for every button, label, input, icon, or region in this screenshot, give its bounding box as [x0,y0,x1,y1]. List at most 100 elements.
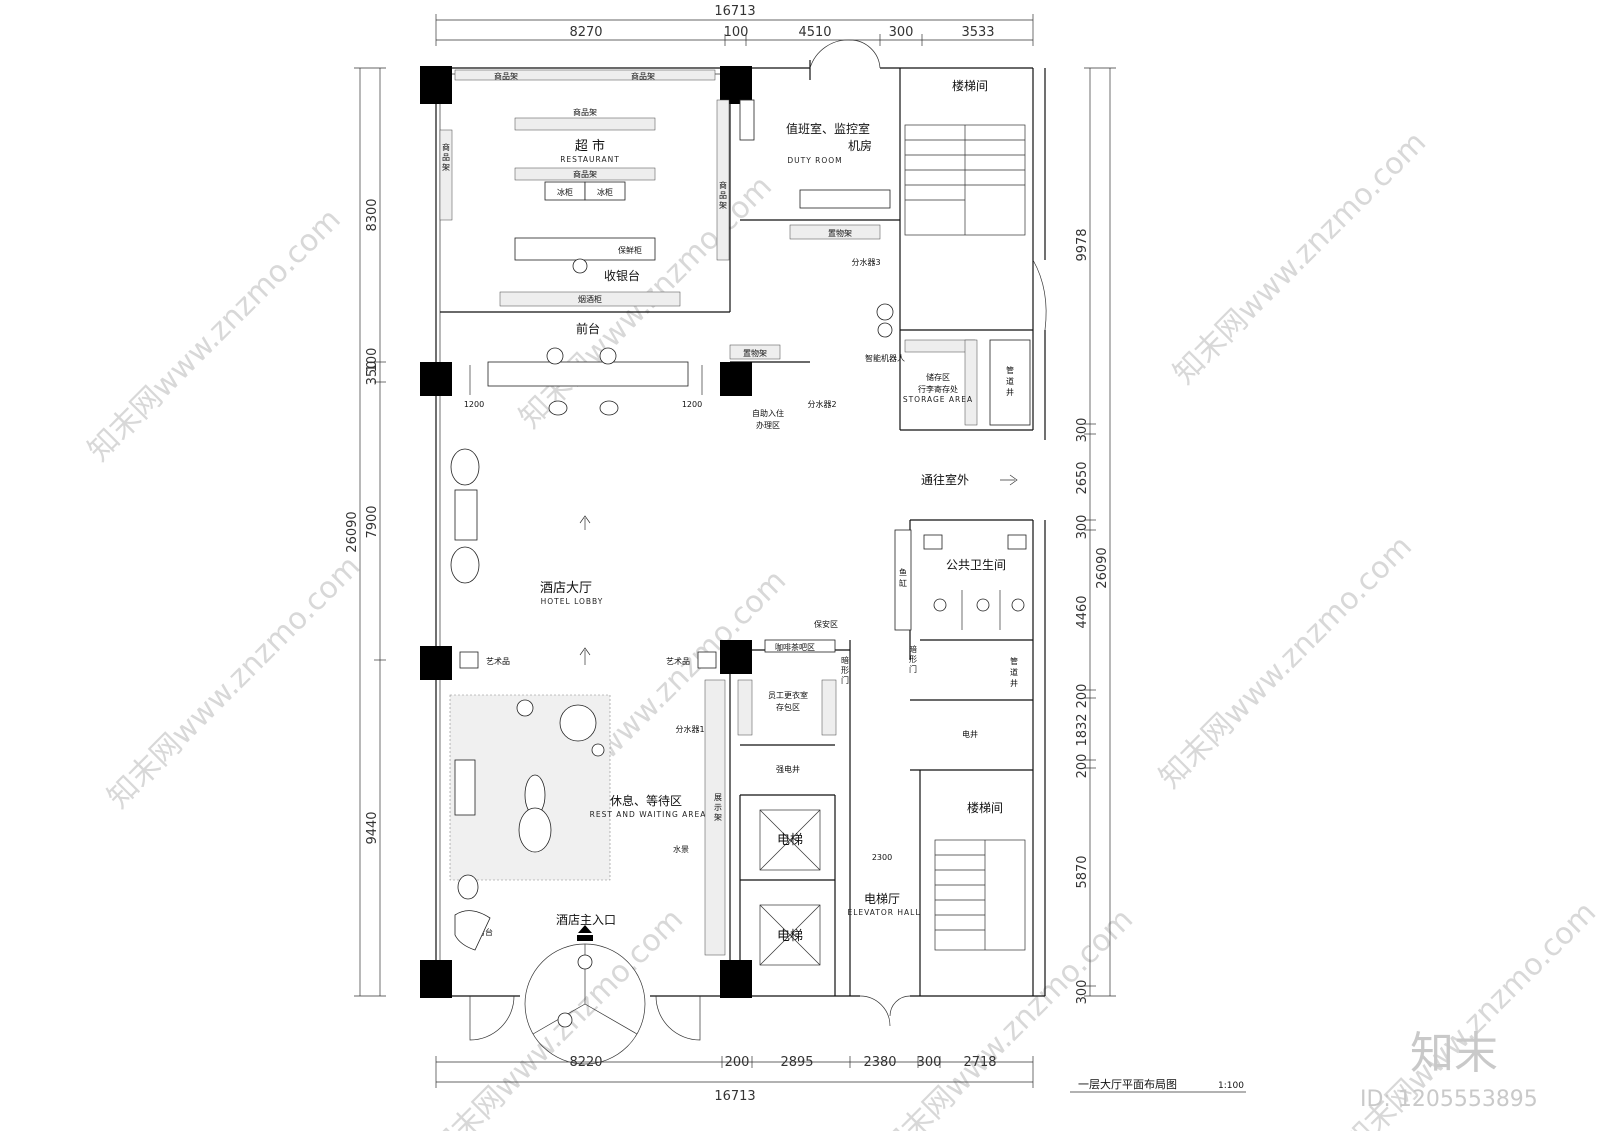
storage-area [904,339,1031,426]
dim-right-total: 26090 [1095,547,1110,588]
label-water-feature: 水景 [673,844,689,854]
label-shelf-v: 架 [719,201,727,210]
dim-right-seg: 300 [1075,515,1090,540]
room-rest-area-en: REST AND WAITING AREA [590,810,707,819]
room-public-wc: 公共卫生间 [946,558,1006,572]
label-water-2: 分水器2 [807,399,836,409]
label-staff-locker-1: 员工更衣室 [768,690,808,700]
room-supermarket-en: RESTAURANT [560,155,620,164]
label-hidden-door-v: 形 [841,666,849,675]
dim-left-seg: 7900 [365,505,380,538]
duty-room-furniture [729,39,891,360]
stairs-bottom [934,839,1026,951]
lobby-furniture [450,448,1018,665]
dim-left-total: 26090 [345,511,360,552]
label-tobacco: 烟酒柜 [578,294,602,304]
room-elevator-hall: 电梯厅 [864,892,900,906]
robot-icon [876,303,894,321]
room-duty-en: DUTY ROOM [787,156,842,165]
label-art: 艺术品 [666,656,690,666]
label-shelf: 商品架 [573,107,597,117]
door-swing-icon [859,995,911,1027]
watermark-text: 知末网www.znzmo.com [81,202,347,468]
dim-top-seg: 3533 [961,25,994,40]
art-piece [459,651,479,669]
label-staff-locker-2: 存包区 [776,702,800,712]
room-stairs-bottom: 楼梯间 [967,800,1003,815]
public-wc [894,529,1027,631]
room-main-entrance: 酒店主入口 [556,913,616,927]
robot-icon [877,322,893,338]
dim-right-seg: 4460 [1075,595,1090,628]
label-storage-rack: 置物架 [828,228,852,238]
label-display-v: 示 [714,803,722,812]
structural-columns [420,66,752,998]
room-rest-area: 休息、等待区 [610,793,682,808]
dim-top-seg: 300 [889,25,914,40]
label-pipe-2b: 道 [1010,667,1018,677]
dim-right-seg: 1832 [1075,713,1090,746]
label-art: 艺术品 [486,656,510,666]
label-fish-tank-1: 鱼 [899,567,907,577]
room-reception: 前台 [576,321,600,336]
brand-id: ID: 1205553895 [1360,1087,1538,1112]
label-storage-en: STORAGE AREA [903,395,973,404]
rest-area-furniture [449,694,611,900]
dim-bottom-seg: 300 [917,1055,942,1070]
dim-bottom-total: 16713 [714,1089,755,1104]
dim-bottom-seg: 8220 [569,1055,602,1070]
label-shelf: 商品架 [631,71,655,81]
door-swing-icon [469,995,515,1041]
label-pipe-1b: 道 [1006,376,1014,386]
label-pipe-1: 管 [1006,365,1014,375]
dim-left-seg: 8300 [365,198,380,231]
label-self-checkin-2: 办理区 [756,420,780,430]
dim-right-seg: 300 [1075,418,1090,443]
dim-right-seg: 200 [1075,754,1090,779]
dim-bottom-seg: 200 [725,1055,750,1070]
drawing-title: 一层大厅平面布局图 1:100 [1070,1077,1246,1093]
dim-top-total: 16713 [714,4,755,19]
room-duty-1: 值班室、监控室 [786,121,870,136]
label-water-1: 分水器1 [675,724,704,734]
stairs-top [904,124,1047,331]
room-stairs-top: 楼梯间 [952,78,988,93]
dim-bottom-seg: 2380 [863,1055,896,1070]
dim-small: 1200 [464,400,484,409]
watermark-text: 知末网www.znzmo.com [1167,125,1433,391]
watermark-layer: 知末网www.znzmo.com 知末网www.znzmo.com 知末网www… [81,125,1600,1131]
watermark-text: 知末网www.znzmo.com [1153,529,1419,795]
dim-bottom-seg: 2718 [963,1055,996,1070]
dim-small: 1200 [682,400,702,409]
label-storage-1: 储存区 [926,372,950,382]
reception-desk [469,347,703,416]
dim-bottom-seg: 2895 [780,1055,813,1070]
room-elevator-2: 电梯 [777,929,803,944]
label-hidden-door-v: 门 [909,664,917,674]
label-shelf-v: 品 [442,153,450,162]
label-elec-shaft: 电井 [962,729,978,739]
label-shelf: 商品架 [573,169,597,179]
dimension-bottom [435,1056,1034,1088]
label-shelf-v: 商 [719,180,727,190]
elevator-cars [759,809,821,966]
dim-left-seg: 100 [365,348,380,373]
label-self-checkin-1: 自助入住 [752,408,784,418]
dim-top-seg: 8270 [569,25,602,40]
label-fridge: 冰柜 [597,187,613,197]
label-security: 保安区 [814,619,838,629]
dimension-left [354,67,386,997]
supermarket-furniture [439,69,730,307]
label-shelf-v: 商 [442,142,450,152]
label-fridge: 冰柜 [557,187,573,197]
room-elevator-1: 电梯 [777,833,803,848]
label-hidden-door-v: 暗 [909,644,917,654]
label-shelf-v: 架 [442,163,450,172]
label-coffee: 咖啡茶吧区 [775,642,815,652]
dim-right-seg: 200 [1075,684,1090,709]
label-smart-robot: 智能机器人 [865,353,905,363]
brand-watermark: 知末 [1410,1028,1498,1079]
label-fish-tank-2: 缸 [899,578,907,588]
label-shelf-v: 品 [719,191,727,200]
